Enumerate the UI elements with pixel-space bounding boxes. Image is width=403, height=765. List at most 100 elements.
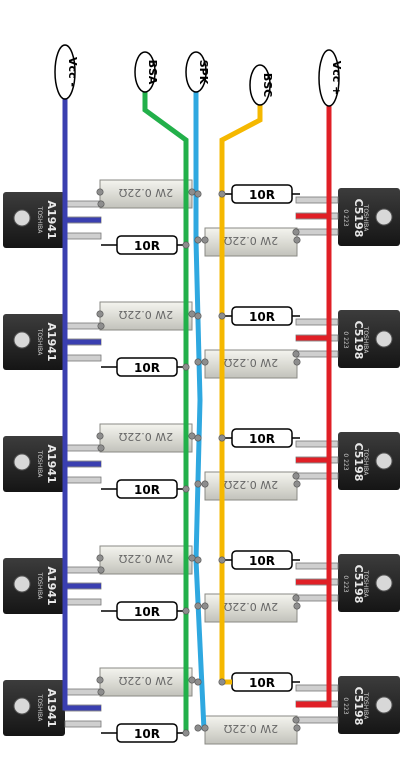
wires-layer	[62, 92, 332, 734]
solder-point	[292, 594, 300, 602]
solder-point	[97, 444, 105, 452]
power-resistor-upper: 2W 0.22Ω	[99, 179, 193, 209]
rail-label-bsa: BSA	[134, 51, 159, 93]
solder-point	[182, 485, 190, 493]
solder-point	[97, 322, 105, 330]
transistor-right-code: 0 223	[342, 453, 349, 470]
solder-point	[194, 556, 202, 564]
transistor-left-maker: TOSHIBA	[36, 206, 43, 235]
transistor-left-part: A1941	[45, 566, 58, 605]
transistor-left-lead	[64, 444, 102, 452]
mounting-hole	[375, 208, 393, 226]
solder-point	[97, 688, 105, 696]
transistor-right-maker: TOSHIBA	[362, 326, 369, 355]
solder-point	[201, 358, 209, 366]
rail-label-vcc-plus-text: Vcc +	[330, 61, 343, 96]
solder-point	[194, 236, 202, 244]
vcc-minus-wire	[62, 99, 101, 711]
transistor-right-body	[338, 676, 400, 734]
transistor-right-body	[338, 310, 400, 368]
solder-point	[218, 556, 226, 564]
base-resistor-value: 10R	[249, 310, 275, 324]
mounting-hole	[375, 452, 393, 470]
transistor-right-code: 0 223	[342, 575, 349, 592]
transistor-left-maker: TOSHIBA	[36, 450, 43, 479]
transistor-left-lead	[64, 354, 102, 362]
base-resistor-right: 10R	[231, 550, 293, 570]
power-resistor-lower: 2W 0.22Ω	[204, 349, 298, 379]
transistor-right-part: C5198	[352, 443, 365, 482]
mounting-hole	[375, 696, 393, 714]
power-resistor-upper: 2W 0.22Ω	[99, 301, 193, 331]
transistor-right-part: C5198	[352, 199, 365, 238]
base-resistor-value: 10R	[249, 554, 275, 568]
power-resistor-value: 2W 0.22Ω	[224, 478, 278, 491]
transistor-left-lead	[64, 566, 102, 574]
transistor-left-part: A1941	[45, 322, 58, 361]
transistor-right-part: C5198	[352, 321, 365, 360]
transistor-right-lead	[295, 684, 339, 692]
power-resistor-lower: 2W 0.22Ω	[204, 471, 298, 501]
solder-point	[188, 676, 196, 684]
base-resistor-value: 10R	[249, 432, 275, 446]
mounting-hole	[13, 331, 31, 349]
rail-label-spk: SPK	[185, 51, 210, 93]
transistor-right-lead	[295, 350, 339, 358]
solder-point	[96, 188, 104, 196]
transistor-right-lead	[295, 228, 339, 236]
base-resistor-left: 10R	[116, 357, 178, 377]
power-resistor-body	[99, 301, 193, 331]
solder-point	[182, 607, 190, 615]
power-resistor-value: 2W 0.22Ω	[119, 552, 173, 565]
rail-labels-layer: Vcc - BSA SPK BSC Vcc +	[54, 44, 343, 107]
solder-point	[293, 724, 301, 732]
transistor-right-lead	[295, 594, 339, 602]
solder-point	[182, 241, 190, 249]
base-resistor-value: 10R	[134, 605, 160, 619]
transistor-right-lead	[295, 196, 339, 204]
bsa-wire	[142, 92, 189, 733]
power-resistor-value: 2W 0.22Ω	[224, 234, 278, 247]
transistor-left-part: A1941	[45, 444, 58, 483]
solder-point	[97, 200, 105, 208]
solder-point	[188, 310, 196, 318]
transistor-right-lead	[295, 440, 339, 448]
mounting-hole	[375, 330, 393, 348]
mounting-hole	[13, 209, 31, 227]
solder-point	[96, 432, 104, 440]
transistor-right-maker: TOSHIBA	[362, 692, 369, 721]
rail-label-vcc-minus: Vcc -	[54, 44, 79, 100]
mounting-hole	[13, 697, 31, 715]
power-resistor-upper: 2W 0.22Ω	[99, 667, 193, 697]
base-resistor-value: 10R	[134, 361, 160, 375]
transistor-left-maker: TOSHIBA	[36, 572, 43, 601]
solder-point	[194, 312, 202, 320]
solder-point	[188, 432, 196, 440]
base-resistor-value: 10R	[134, 239, 160, 253]
solder-point	[201, 480, 209, 488]
solder-point	[292, 228, 300, 236]
transistor-right-lead	[295, 472, 339, 480]
solder-points-layer	[96, 188, 301, 737]
transistor-right-code: 0 223	[342, 697, 349, 714]
rail-label-bsa-text: BSA	[146, 60, 159, 85]
solder-point	[194, 358, 202, 366]
solder-point	[96, 554, 104, 562]
transistor-left-body	[3, 680, 65, 736]
power-resistor-upper: 2W 0.22Ω	[99, 423, 193, 453]
solder-point	[96, 676, 104, 684]
rail-label-bsc-text: BSC	[261, 73, 274, 97]
solder-point	[194, 190, 202, 198]
solder-point	[182, 363, 190, 371]
transistor-left-lead	[64, 232, 102, 240]
solder-point	[194, 602, 202, 610]
base-resistor-value: 10R	[249, 188, 275, 202]
power-resistor-value: 2W 0.22Ω	[224, 600, 278, 613]
transistor-right-body	[338, 432, 400, 490]
transistor-right-lead	[295, 318, 339, 326]
solder-point	[96, 310, 104, 318]
